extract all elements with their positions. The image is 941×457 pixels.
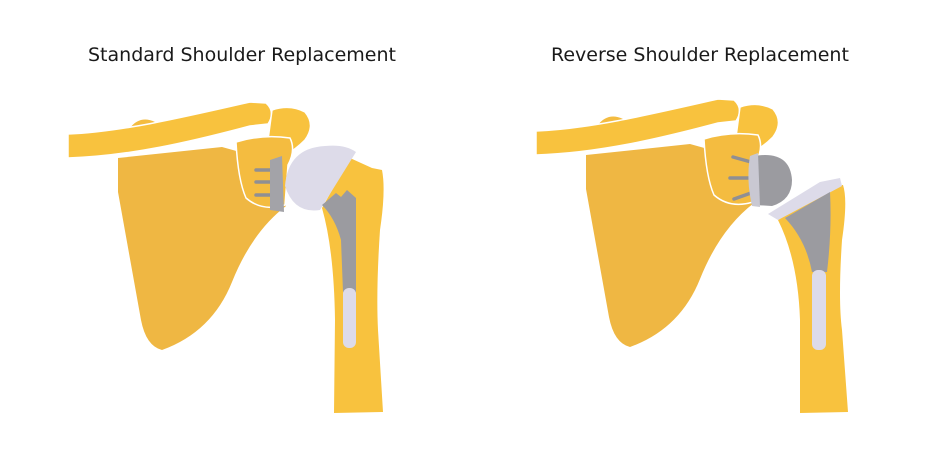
glenoid-component bbox=[270, 156, 284, 212]
reverse-shoulder-illustration bbox=[535, 98, 780, 348]
humeral-tray bbox=[768, 178, 842, 220]
glenosphere bbox=[754, 155, 792, 206]
standard-shoulder-illustration bbox=[67, 101, 384, 413]
baseplate-screws bbox=[728, 155, 753, 201]
humeral-head-implant bbox=[285, 145, 356, 211]
stem-distal-reverse bbox=[812, 270, 826, 350]
glenoid-pegs bbox=[254, 168, 272, 197]
reverse-shoulder-title: Reverse Shoulder Replacement bbox=[551, 44, 849, 66]
stem-distal bbox=[343, 288, 356, 348]
standard-shoulder-title: Standard Shoulder Replacement bbox=[88, 44, 396, 66]
humeral-stem bbox=[322, 190, 356, 292]
humeral-stem-reverse bbox=[785, 192, 831, 272]
reverse-implant bbox=[748, 153, 848, 413]
baseplate bbox=[748, 153, 760, 207]
